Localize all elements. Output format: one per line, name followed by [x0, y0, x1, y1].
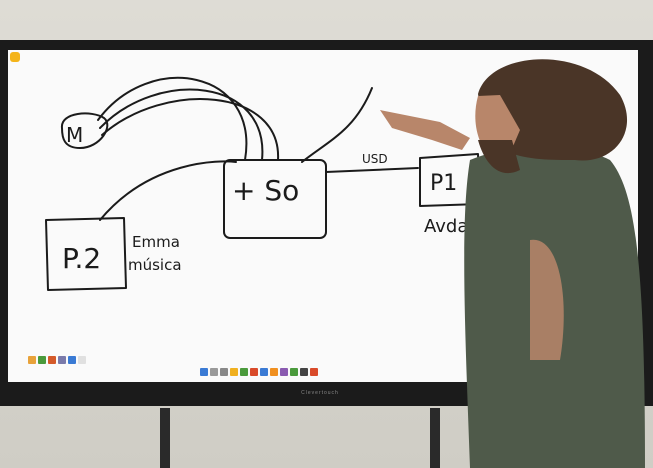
tool-icon[interactable] — [48, 356, 56, 364]
p1-caption: Avdal — [424, 216, 473, 237]
left-toolbar — [28, 356, 86, 364]
tool-icon[interactable] — [78, 356, 86, 364]
center-box-label: + So — [232, 174, 299, 207]
tool-icon[interactable] — [200, 368, 208, 376]
tool-icon[interactable] — [28, 356, 36, 364]
tool-icon[interactable] — [300, 368, 308, 376]
tool-icon[interactable] — [250, 368, 258, 376]
cable-arc-2 — [99, 88, 264, 161]
p2-caption-line2: música — [128, 256, 182, 274]
tool-icon[interactable] — [58, 356, 66, 364]
presenter-person — [380, 59, 645, 468]
p1-box-label: P1 — [430, 171, 457, 196]
p2-box-label: P.2 — [62, 242, 101, 275]
tool-icon[interactable] — [290, 368, 298, 376]
center-box — [223, 159, 327, 239]
stand-right — [430, 408, 440, 468]
usb-line — [325, 167, 419, 173]
bottom-toolbar — [200, 368, 318, 376]
tool-icon[interactable] — [260, 368, 268, 376]
cable-p2 — [99, 160, 237, 221]
cable-arc-3 — [101, 98, 280, 161]
menu-corner-icon[interactable] — [10, 52, 20, 62]
stand-left — [160, 408, 170, 468]
p2-box — [45, 217, 127, 291]
tool-icon[interactable] — [68, 356, 76, 364]
motor-label: M — [66, 123, 83, 147]
tool-icon[interactable] — [280, 368, 288, 376]
motor-circle — [61, 112, 109, 149]
tool-icon[interactable] — [210, 368, 218, 376]
tool-icon[interactable] — [38, 356, 46, 364]
tool-icon[interactable] — [310, 368, 318, 376]
tool-icon[interactable] — [220, 368, 228, 376]
cable-arc-1 — [97, 76, 248, 161]
usb-label: USD — [362, 152, 388, 166]
cable-up — [301, 87, 373, 163]
tool-icon[interactable] — [270, 368, 278, 376]
tool-icon[interactable] — [230, 368, 238, 376]
p2-caption-line1: Emma — [132, 233, 180, 251]
tool-icon[interactable] — [240, 368, 248, 376]
brand-label: Clevertouch — [301, 390, 339, 396]
